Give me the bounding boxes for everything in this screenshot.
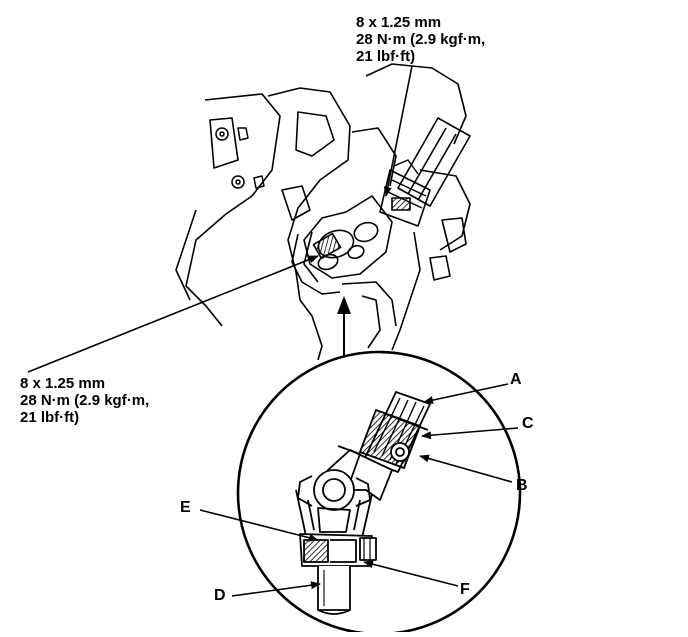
callout-e: E (180, 499, 191, 516)
spec-left-line1: 8 x 1.25 mm (20, 375, 106, 392)
joint-spider (313, 469, 355, 511)
spec-left-line2: 28 N·m (2.9 kgf·m, (20, 392, 150, 409)
spec-top-line3: 21 lbf·ft) (356, 48, 416, 65)
housing-bolt (215, 127, 265, 189)
pinch-bolt (390, 442, 410, 462)
callout-c: C (522, 415, 534, 432)
spec-top-line1: 8 x 1.25 mm (356, 14, 442, 31)
callout-f: F (460, 581, 470, 598)
spec-left-line3: 21 lbf·ft) (20, 409, 80, 426)
spec-leader-lines (27, 65, 413, 373)
torque-spec-left: 8 x 1.25 mm 28 N·m (2.9 kgf·m, 21 lbf·ft… (20, 375, 149, 426)
pinion-shaft (317, 566, 351, 611)
callout-b: B (516, 477, 528, 494)
torque-spec-top: 8 x 1.25 mm 28 N·m (2.9 kgf·m, 21 lbf·ft… (356, 14, 485, 65)
left-housing (185, 93, 281, 327)
callout-a: A (510, 371, 522, 388)
upper-engine-bay-view (175, 63, 471, 361)
spec-top-line2: 28 N·m (2.9 kgf·m, (356, 31, 486, 48)
detail-universal-joint (295, 391, 431, 615)
pinion-yoke (303, 195, 393, 279)
callout-d: D (214, 587, 226, 604)
upper-joint (379, 169, 431, 227)
callout-leaders (199, 383, 519, 597)
